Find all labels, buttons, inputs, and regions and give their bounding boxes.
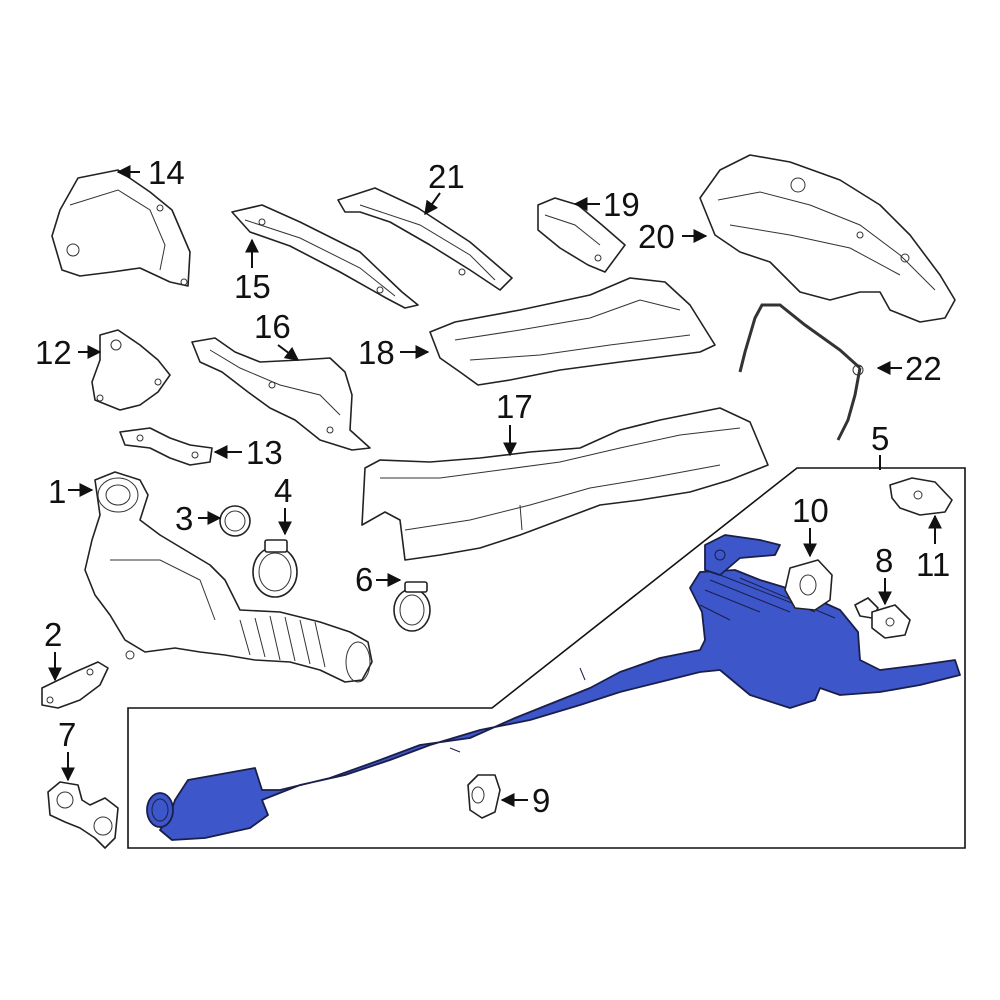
callout-20[interactable]: 20 <box>638 218 675 255</box>
callout-16[interactable]: 16 <box>254 308 291 345</box>
part-21-bracket[interactable] <box>337 187 513 291</box>
part-22-wire-bracket[interactable] <box>738 303 864 441</box>
leader-16 <box>277 344 300 361</box>
part-12-bracket[interactable] <box>91 329 171 411</box>
callout-12[interactable]: 12 <box>35 334 72 371</box>
callout-1[interactable]: 1 <box>48 473 66 510</box>
callout-10[interactable]: 10 <box>792 492 829 529</box>
callout-18[interactable]: 18 <box>358 334 395 371</box>
assembly-frame <box>127 467 966 849</box>
callout-14[interactable]: 14 <box>148 154 185 191</box>
callout-11[interactable]: 11 <box>916 546 950 583</box>
callout-labels: 1 2 3 4 5 6 7 8 9 10 11 12 13 14 15 16 1… <box>35 154 950 819</box>
callout-4[interactable]: 4 <box>274 472 292 509</box>
part-15-bracket[interactable] <box>231 204 419 309</box>
callout-7[interactable]: 7 <box>58 716 76 753</box>
part-5-muffler-system[interactable] <box>146 534 961 841</box>
part-20-heat-shield[interactable] <box>699 154 956 323</box>
callout-leaders <box>48 165 942 807</box>
callout-17[interactable]: 17 <box>496 388 533 425</box>
callout-5[interactable]: 5 <box>871 420 889 457</box>
callout-13[interactable]: 13 <box>246 434 283 471</box>
part-14-heat-shield[interactable] <box>51 169 191 287</box>
part-2-bracket[interactable] <box>41 661 109 709</box>
callout-9[interactable]: 9 <box>532 782 550 819</box>
callout-2[interactable]: 2 <box>44 616 62 653</box>
callout-19[interactable]: 19 <box>603 186 640 223</box>
callout-3[interactable]: 3 <box>175 500 193 537</box>
part-3-gasket[interactable] <box>219 505 251 537</box>
callout-21[interactable]: 21 <box>428 158 465 195</box>
part-7-mount[interactable] <box>47 781 119 849</box>
part-19-shield[interactable] <box>537 197 626 273</box>
part-9-isolator[interactable] <box>467 774 501 819</box>
callout-22[interactable]: 22 <box>905 350 942 387</box>
part-13-bracket[interactable] <box>119 427 213 466</box>
part-18-tunnel-shield[interactable] <box>429 277 716 386</box>
leader-21 <box>424 192 441 216</box>
callout-8[interactable]: 8 <box>875 542 893 579</box>
callout-6[interactable]: 6 <box>355 561 373 598</box>
part-17-tunnel-shield[interactable] <box>361 407 769 561</box>
part-1-catalytic-converter[interactable] <box>84 471 373 683</box>
part-6-clamp[interactable] <box>393 581 431 632</box>
part-16-shield[interactable] <box>191 337 371 451</box>
callout-15[interactable]: 15 <box>234 268 271 305</box>
part-8-bolt-bracket[interactable] <box>854 597 911 639</box>
part-10-rubber-mount[interactable] <box>784 559 833 611</box>
part-11-bracket[interactable] <box>889 477 953 516</box>
part-4-clamp[interactable] <box>252 539 298 598</box>
